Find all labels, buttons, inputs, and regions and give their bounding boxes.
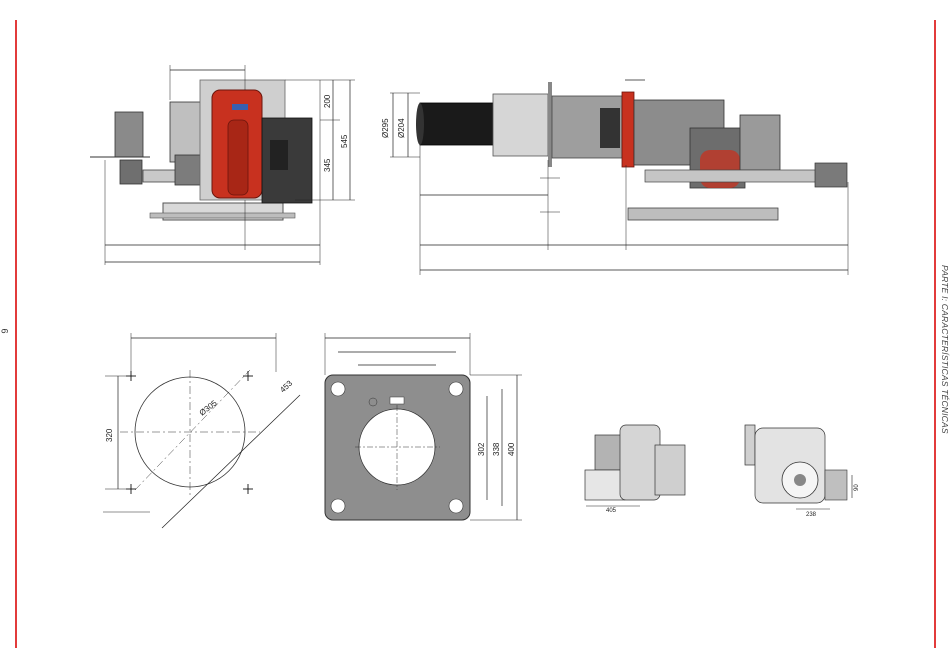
top-view-drawing bbox=[585, 425, 685, 506]
flange-drilling-drawing bbox=[103, 333, 300, 528]
rear-view-dim-width: 238 bbox=[806, 512, 817, 518]
flange-dim-diagonal: 453 bbox=[278, 378, 294, 394]
plate-dim-400: 400 bbox=[507, 442, 516, 456]
mounting-plate-drawing bbox=[325, 333, 522, 520]
flange-dim-vertical: 320 bbox=[105, 428, 114, 442]
top-view-dim-width: 405 bbox=[606, 508, 617, 514]
front-dim-lower: 345 bbox=[323, 158, 332, 172]
front-view-drawing bbox=[90, 65, 355, 265]
side-dim-inner-diameter: Ø204 bbox=[397, 118, 406, 138]
plate-dim-302: 302 bbox=[477, 442, 486, 456]
rear-view-dim-height: 90 bbox=[854, 484, 860, 491]
flange-dim-circle: Ø305 bbox=[198, 398, 219, 417]
front-dim-top: 200 bbox=[323, 94, 332, 108]
plate-dim-338: 338 bbox=[492, 442, 501, 456]
rear-view-drawing bbox=[745, 425, 852, 509]
side-dim-outer-diameter: Ø295 bbox=[381, 118, 390, 138]
side-view-drawing bbox=[390, 80, 848, 275]
front-dim-total: 545 bbox=[340, 134, 349, 148]
